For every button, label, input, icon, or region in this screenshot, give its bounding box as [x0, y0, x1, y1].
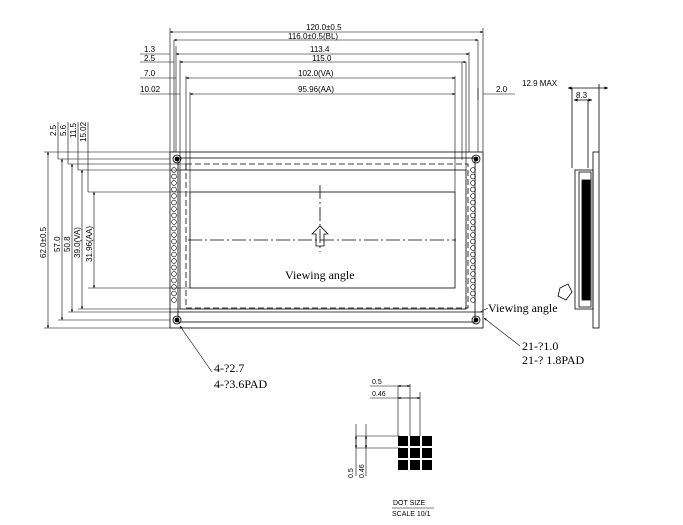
dim-module-thickness: 8.3 — [576, 91, 588, 100]
pin-pad — [171, 180, 177, 186]
label-mount-hole-1: 4-?2.7 — [214, 361, 244, 375]
dot-title: DOT SIZE — [393, 500, 425, 507]
dot-size-label: 0.46 — [372, 391, 386, 398]
pin-pad — [171, 232, 177, 238]
mount-hole-tr — [471, 154, 481, 164]
dim-left-offset-4: 10.02 — [140, 85, 161, 94]
pin-pad — [470, 277, 476, 284]
pin-pad — [470, 238, 476, 245]
pin-pad — [470, 193, 476, 199]
pin-pad — [171, 245, 177, 251]
dim-right-margin: 2.0 — [496, 85, 508, 94]
pin-pad — [470, 212, 476, 219]
dot-cell — [410, 448, 420, 458]
pin-pad — [470, 167, 476, 173]
dim-va-height: 39.0(VA) — [73, 227, 82, 258]
dim-bl-height: 50.8 — [63, 236, 72, 252]
pin-pad — [470, 297, 476, 303]
dim-hole-spacing: 113.4 — [310, 45, 330, 54]
dim-bl-width: 116.0±0.5(BL) — [288, 32, 338, 41]
mount-hole-bl — [172, 315, 182, 325]
pin-pad — [171, 264, 177, 271]
pin-pad — [171, 225, 177, 232]
dot-pitch-label: 0.5 — [372, 379, 382, 386]
label-pin-hole-1: 21-?1.0 — [522, 339, 558, 353]
dim-top-1: 2.5 — [49, 124, 58, 136]
pin-pad — [470, 251, 476, 258]
dim-va-width: 102.0(VA) — [298, 69, 334, 78]
pin-pad — [171, 271, 177, 277]
dot-cell — [422, 436, 432, 446]
pin-pad — [470, 219, 476, 225]
pin-pad — [171, 199, 177, 206]
pin-pad — [470, 199, 476, 206]
pin-pad — [171, 290, 177, 297]
pin-pad — [171, 212, 177, 219]
dim-aa-width: 95.96(AA) — [298, 85, 334, 94]
dim-top-4: 15.02 — [79, 121, 88, 142]
dim-top-2: 5.6 — [59, 124, 68, 136]
dot-cell — [410, 436, 420, 446]
pin-pad — [171, 219, 177, 225]
pin-pad — [171, 297, 177, 303]
dot-cell — [398, 436, 408, 446]
mount-hole-tl — [172, 154, 182, 164]
pin-pad — [470, 290, 476, 297]
pin-pad — [171, 206, 177, 212]
dot-cell — [422, 460, 432, 470]
dim-left-offset-2: 2.5 — [144, 54, 156, 63]
dot-cell — [398, 460, 408, 470]
dim-top-3: 11.5 — [69, 122, 78, 138]
dot-v-size-label: 0.46 — [359, 464, 366, 478]
label-viewing-angle-front: Viewing angle — [285, 268, 355, 282]
dot-detail — [354, 384, 434, 509]
backlight-outline — [185, 163, 469, 309]
pin-pad — [470, 245, 476, 251]
pin-pad — [171, 251, 177, 258]
pin-pad — [171, 186, 177, 193]
dim-overall-height: 62.0±0.5 — [39, 226, 48, 258]
pin-pad — [171, 173, 177, 180]
dot-scale: SCALE 10/1 — [392, 511, 431, 518]
va-outline — [179, 169, 467, 310]
pin-row-left — [171, 167, 177, 303]
dim-hole-height: 57.0 — [53, 236, 62, 252]
dot-grid — [398, 436, 432, 470]
dot-v-pitch-label: 0.5 — [348, 468, 355, 478]
dot-cell — [398, 448, 408, 458]
viewing-arrow-icon — [311, 225, 329, 247]
pin-pad — [171, 277, 177, 284]
pin-pad — [470, 232, 476, 238]
dot-cell — [422, 448, 432, 458]
pin-pad — [171, 284, 177, 290]
dim-left-offset-3: 7.0 — [144, 69, 156, 78]
pin-pad — [470, 206, 476, 212]
pin-pad — [470, 180, 476, 186]
pin-pad — [171, 193, 177, 199]
pin-pad — [171, 238, 177, 245]
pin-pad — [470, 264, 476, 271]
pin-pad — [470, 186, 476, 193]
pin-pad — [470, 173, 476, 180]
side-view — [557, 84, 609, 329]
pin-pad — [470, 284, 476, 290]
pin-pad — [171, 258, 177, 264]
pin-row-right — [470, 167, 476, 303]
label-viewing-angle-side: Viewing angle — [488, 301, 558, 315]
dim-overall-width: 120.0±0.5 — [306, 23, 342, 32]
module-outline — [169, 151, 484, 329]
dim-left-offset-1: 1.3 — [144, 45, 156, 54]
dim-aa-height: 31.96(AA) — [85, 226, 94, 262]
pin-pad — [470, 225, 476, 232]
dot-cell — [410, 460, 420, 470]
mount-hole-br — [471, 315, 481, 325]
label-pin-hole-2: 21-? 1.8PAD — [522, 353, 585, 367]
pin-pad — [470, 271, 476, 277]
dim-thickness-max: 12.9 MAX — [522, 79, 558, 88]
label-mount-hole-2: 4-?3.6PAD — [214, 377, 268, 391]
pin-pad — [470, 258, 476, 264]
dim-pcb-inner: 115.0 — [312, 54, 332, 63]
